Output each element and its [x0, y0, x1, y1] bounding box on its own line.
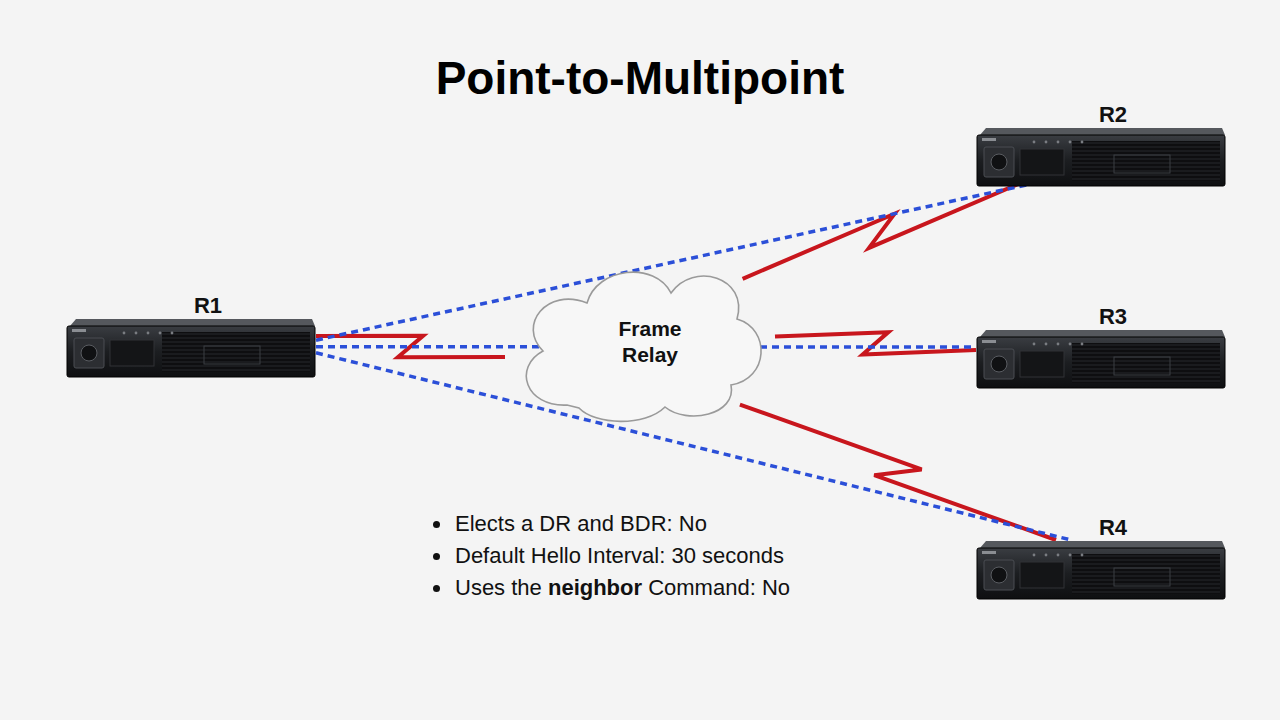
diagram-title: Point-to-Multipoint [0, 50, 1280, 106]
bullet-item: Uses the neighbor Command: No [453, 572, 790, 604]
router: R2 [976, 103, 1226, 187]
router-name: R4 [1083, 516, 1143, 540]
property-note: Elects a DR and BDR: No [455, 511, 707, 536]
frame-relay-cloud: Frame Relay [505, 255, 775, 425]
router-chassis [976, 540, 1226, 600]
serial-link [740, 405, 1056, 540]
router-illustration [66, 318, 316, 378]
property-note: Uses the neighbor Command: No [455, 575, 790, 600]
router-chassis [976, 329, 1226, 389]
bullet-item: Elects a DR and BDR: No [453, 508, 790, 540]
bullet-item: Default Hello Interval: 30 seconds [453, 540, 790, 572]
router-name: R1 [178, 294, 238, 318]
router-chassis [66, 318, 316, 378]
router: R4 [976, 516, 1226, 600]
serial-link [775, 332, 976, 354]
router-illustration [976, 329, 1226, 389]
router-name: R2 [1083, 103, 1143, 127]
cloud-label: Frame Relay [606, 316, 694, 368]
router-illustration [976, 540, 1226, 600]
router: R1 [66, 294, 316, 378]
bullet-list: Elects a DR and BDR: No Default Hello Int… [435, 508, 790, 604]
router-illustration [976, 127, 1226, 187]
router-chassis [976, 127, 1226, 187]
serial-link [743, 183, 1021, 279]
router: R3 [976, 305, 1226, 389]
property-note: Default Hello Interval: 30 seconds [455, 543, 784, 568]
router-name: R3 [1083, 305, 1143, 329]
